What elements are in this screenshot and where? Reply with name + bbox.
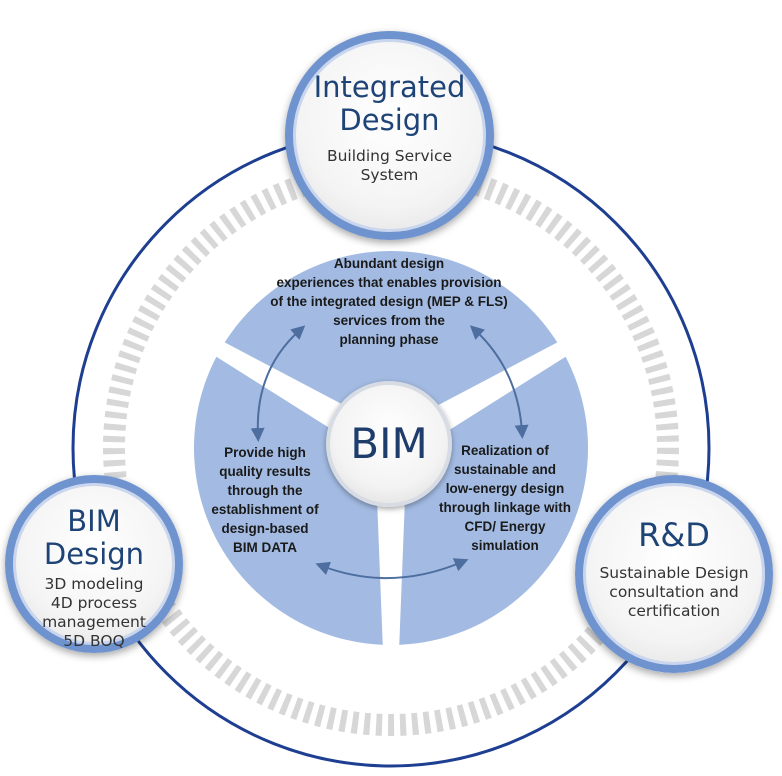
node-title: Integrated Design <box>293 71 486 137</box>
arrows <box>250 325 529 580</box>
node-description-line: Building Service <box>326 147 453 165</box>
segment-left-line: BIM DATA <box>233 540 297 555</box>
segment-left-line: quality results <box>219 464 311 479</box>
r-and-d-node: R&D Sustainable Design consultation and … <box>575 475 773 673</box>
segment-right-line: Realization of <box>461 443 549 458</box>
node-description-line: consultation and <box>609 583 739 601</box>
dashed-ring <box>103 160 679 736</box>
bim-center-label: BIM <box>350 419 428 468</box>
node-title: BIM Design <box>13 505 175 571</box>
node-title-line: BIM <box>67 504 121 538</box>
segment-left-text: Provide high quality results through the… <box>192 443 338 557</box>
segment-right-line: simulation <box>471 538 539 553</box>
arrow-top-left <box>250 325 306 442</box>
segment-right-text: Realization of sustainable and low-energ… <box>420 441 590 555</box>
node-description: Sustainable Design consultation and cert… <box>583 564 765 621</box>
node-description-line: Sustainable Design <box>599 564 749 582</box>
segment-right-line: through linkage with <box>439 500 571 515</box>
bim-design-node: BIM Design 3D modeling 4D process manage… <box>5 475 183 653</box>
integrated-design-node: Integrated Design Building Service Syste… <box>285 31 494 240</box>
segment-top-line: of the integrated design (MEP & FLS) <box>270 294 508 309</box>
segment-top-line: planning phase <box>339 332 439 347</box>
node-description-line: management <box>42 613 146 631</box>
segment-left-line: design-based <box>221 521 309 536</box>
segment-right-line: sustainable and <box>453 462 557 477</box>
segment-top-line: services from the <box>333 313 445 328</box>
node-description: Building Service System <box>293 147 486 185</box>
node-description-line: certification <box>627 602 721 620</box>
segment-top-line: experiences that enables provision <box>276 275 502 290</box>
node-title-line: Integrated <box>313 70 466 104</box>
node-description-line: 3D modeling <box>44 575 144 593</box>
segment-right-line: low-energy design <box>445 481 565 496</box>
segment-top-line: Abundant design <box>333 256 445 271</box>
segment-left-line: establishment of <box>211 502 319 517</box>
segment-left-line: through the <box>227 483 303 498</box>
node-description: 3D modeling 4D process management 5D BOQ <box>13 575 175 651</box>
node-description-line: 5D BOQ <box>63 632 125 650</box>
segment-right-line: CFD/ Energy <box>464 519 546 534</box>
node-title: R&D <box>583 519 765 552</box>
node-description-line: System <box>360 166 419 184</box>
node-title-line: R&D <box>638 516 710 554</box>
node-title-line: Design <box>339 103 440 137</box>
node-description-line: 4D process <box>50 594 138 612</box>
bim-center-circle: BIM <box>326 381 452 507</box>
node-title-line: Design <box>43 537 145 571</box>
arrow-top-right <box>469 325 529 439</box>
segment-top-text: Abundant design experiences that enables… <box>246 254 532 349</box>
segment-left-line: Provide high <box>224 445 306 460</box>
arrow-bottom <box>315 558 469 580</box>
